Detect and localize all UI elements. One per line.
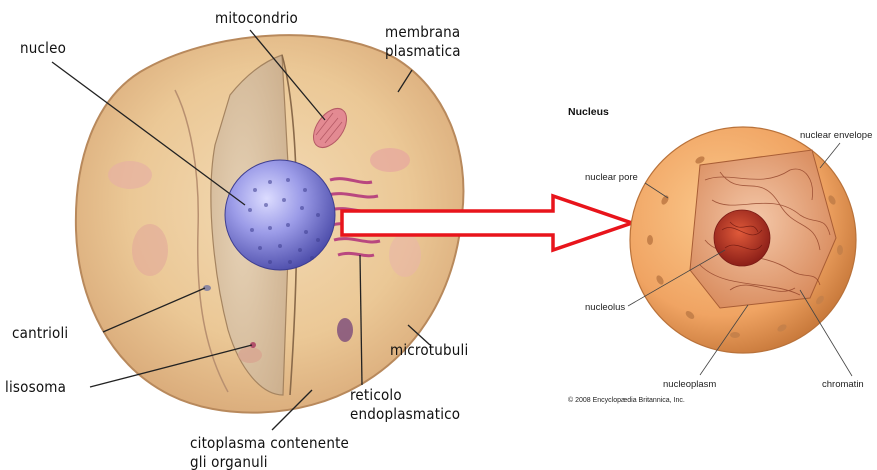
label-endoplasmatico: endoplasmatico bbox=[350, 405, 460, 423]
label-lisosoma: lisosoma bbox=[5, 378, 66, 396]
label-microtubuli: microtubuli bbox=[390, 341, 468, 359]
cytoplasm-patch bbox=[238, 347, 262, 363]
label-nuclear-envelope: nuclear envelope bbox=[800, 130, 872, 141]
label-nuclear-pore: nuclear pore bbox=[585, 172, 638, 183]
copyright-notice: © 2008 Encyclopædia Britannica, Inc. bbox=[568, 396, 685, 404]
label-organuli: gli organuli bbox=[190, 453, 268, 470]
nucleus-illustration bbox=[630, 127, 856, 353]
cytoplasm-patch bbox=[389, 233, 421, 277]
cytoplasm-patch bbox=[132, 224, 168, 276]
organelle-small bbox=[337, 318, 353, 342]
cytoplasm-patch bbox=[370, 148, 410, 172]
label-nucleoplasm: nucleoplasm bbox=[663, 379, 716, 390]
label-plasmatica: plasmatica bbox=[385, 42, 461, 60]
label-centrioli: cantrioli bbox=[12, 324, 68, 342]
cytoplasm-patch bbox=[108, 161, 152, 189]
label-reticolo: reticolo bbox=[350, 386, 402, 404]
label-membrana: membrana bbox=[385, 23, 460, 41]
label-nucleo: nucleo bbox=[20, 39, 66, 57]
nucleolus bbox=[714, 210, 770, 266]
nucleus-title: Nucleus bbox=[568, 106, 609, 118]
label-citoplasma: citoplasma contenente bbox=[190, 434, 349, 452]
label-nucleolus: nucleolus bbox=[585, 302, 625, 313]
label-mitocondrio: mitocondrio bbox=[215, 9, 298, 27]
label-chromatin: chromatin bbox=[822, 379, 864, 390]
